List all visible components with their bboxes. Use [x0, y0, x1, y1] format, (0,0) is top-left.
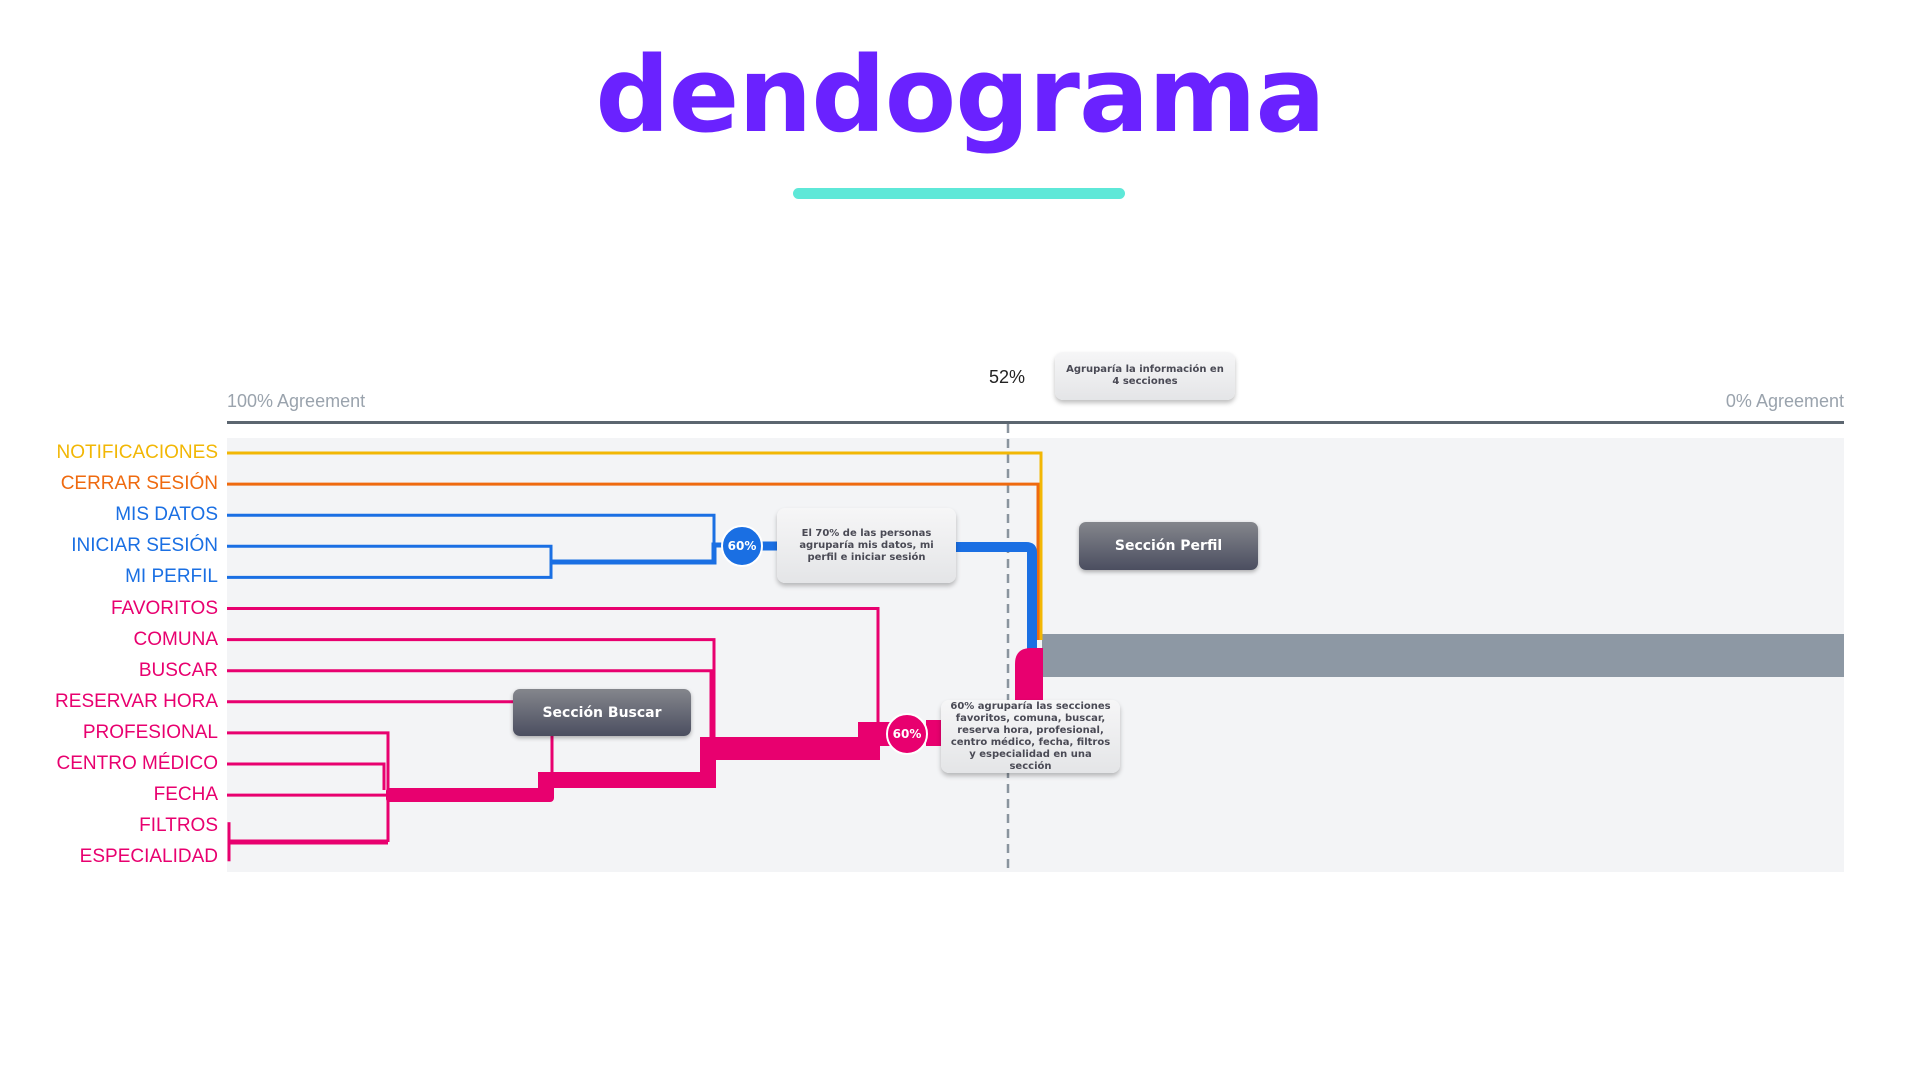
merge-reservar-corner — [538, 772, 554, 802]
leaf-label: ESPECIALIDAD — [79, 846, 218, 868]
page-title: dendograma — [595, 34, 1325, 156]
branch-centro-medico — [227, 762, 386, 790]
leaf-label: RESERVAR HORA — [55, 690, 218, 712]
leaf-label: FECHA — [153, 784, 218, 806]
title-underline — [793, 188, 1125, 199]
axis-label-right: 0% Agreement — [1725, 391, 1844, 411]
section-buscar-button[interactable]: Sección Buscar — [513, 689, 691, 736]
leaf-label: FAVORITOS — [111, 597, 218, 619]
leaf-label: MI PERFIL — [125, 566, 218, 588]
cluster-badge-perfil: 60% — [721, 525, 763, 567]
leaf-label: CERRAR SESIÓN — [60, 473, 218, 495]
merge-reservar-step — [538, 772, 716, 788]
leaf-label: CENTRO MÉDICO — [56, 753, 219, 774]
leaf-label: PROFESIONAL — [82, 721, 218, 743]
agreement-axis — [227, 421, 1844, 424]
branch-profesional — [227, 731, 390, 842]
merge-comuna-buscar — [700, 737, 880, 760]
cluster-note-perfil: El 70% de las personas agruparía mis dat… — [777, 508, 956, 583]
leaf-label: INICIAR SESIÓN — [71, 535, 218, 557]
leaf-label: BUSCAR — [138, 659, 218, 681]
cluster-note-buscar: 60% agruparía las secciones favoritos, c… — [941, 700, 1120, 773]
leaf-label: NOTIFICACIONES — [56, 442, 218, 463]
final-cluster-bar — [1042, 634, 1844, 677]
threshold-note: Agruparía la información en 4 secciones — [1055, 352, 1235, 400]
branch-favoritos — [227, 607, 880, 724]
branch-buscar — [227, 669, 713, 740]
leaf-label: FILTROS — [139, 815, 218, 837]
section-perfil-button[interactable]: Sección Perfil — [1079, 522, 1258, 570]
branch-mis-datos — [227, 513, 716, 548]
branch-notificaciones — [227, 451, 1043, 640]
leaf-label: MIS DATOS — [115, 504, 218, 526]
threshold-label: 52% — [989, 367, 1026, 387]
branch-cerrar-sesion — [227, 482, 1040, 640]
branch-iniciar-perfil — [227, 544, 553, 579]
axis-label-left: 100% Agreement — [227, 391, 366, 411]
merge-profesional-group — [386, 788, 552, 802]
branch-blue-merge — [551, 542, 722, 565]
cluster-badge-buscar: 60% — [886, 713, 928, 755]
leaf-label: COMUNA — [133, 628, 218, 650]
branch-blue-to-final — [956, 542, 1037, 650]
branch-comuna — [227, 638, 716, 740]
